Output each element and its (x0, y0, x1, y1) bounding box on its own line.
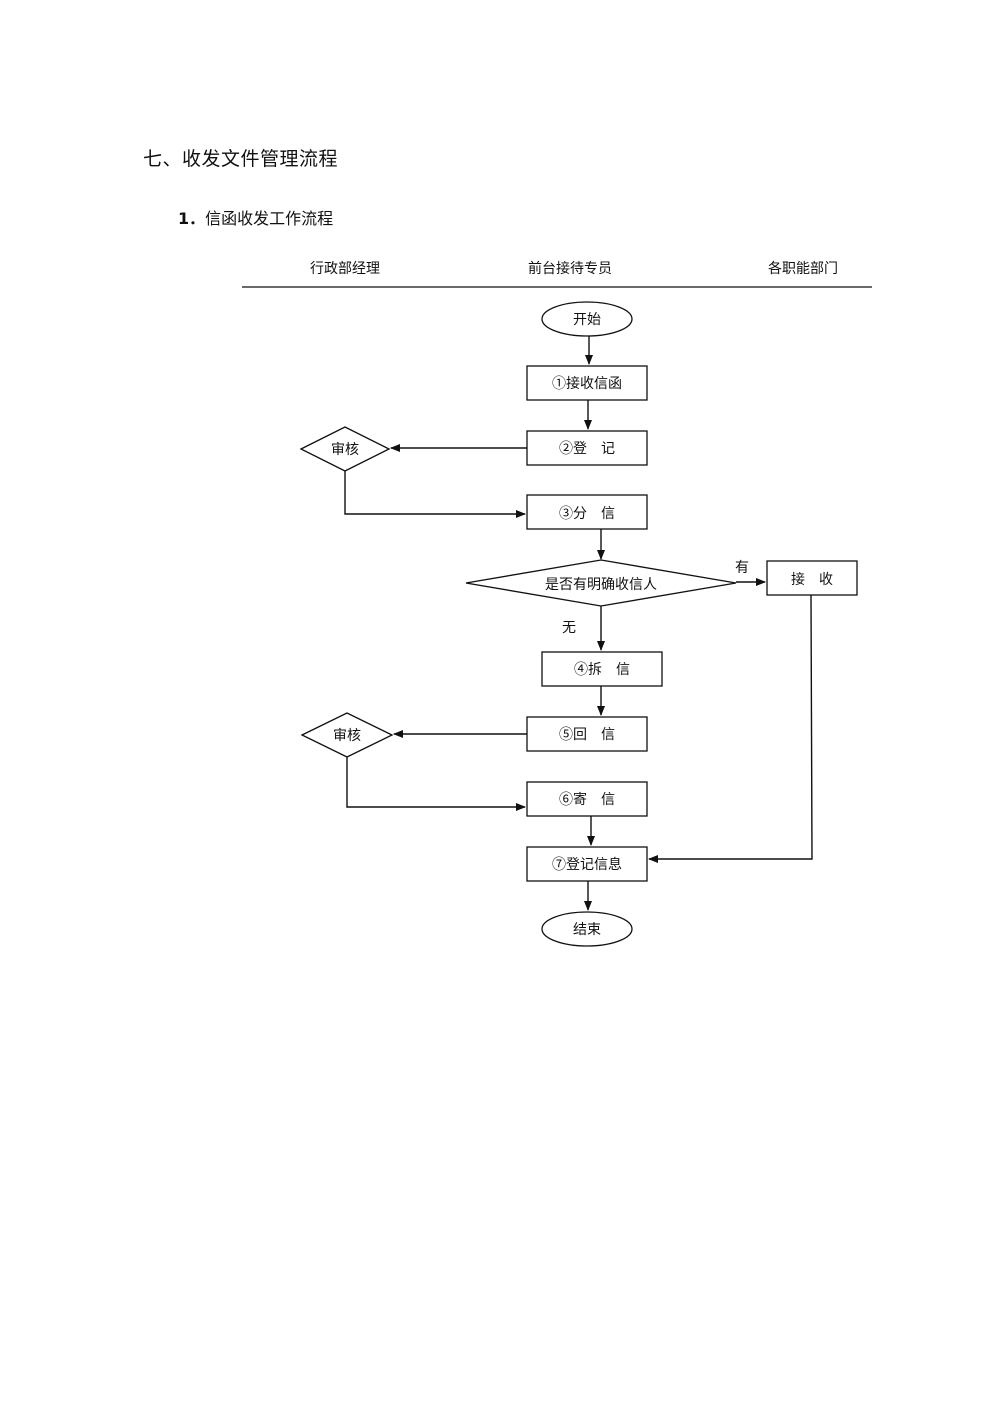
review-diamond-1: 审核 (299, 426, 391, 472)
step-register-label: ②登 记 (559, 441, 615, 457)
end-node-label: 结束 (573, 922, 601, 938)
arrow-review1-to-step3 (344, 471, 526, 518)
step-open-letter: ④拆 信 (541, 651, 663, 687)
sub-title-text: 信函收发工作流程 (205, 209, 334, 228)
review-diamond-2: 审核 (300, 712, 394, 758)
step-send-letter-label: ⑥寄 信 (559, 791, 615, 808)
decision-recipient-label: 是否有明确收信人 (545, 577, 657, 593)
start-node-label: 开始 (573, 312, 601, 328)
end-node: 结束 (541, 911, 633, 947)
step-distribute: ③分 信 (526, 494, 648, 530)
step-receive-letter-label: ①接收信函 (552, 375, 622, 392)
lane-label-admin-manager: 行政部经理 (310, 261, 380, 277)
step-department-receive-label: 接 收 (791, 571, 833, 588)
review-diamond-2-label: 审核 (333, 728, 361, 744)
review-diamond-1-label: 审核 (331, 442, 359, 458)
step-register: ②登 记 (526, 430, 648, 466)
step-distribute-label: ③分 信 (559, 506, 615, 522)
lane-label-departments: 各职能部门 (768, 261, 838, 277)
step-send-letter: ⑥寄 信 (526, 781, 648, 817)
sub-title-number: 1． (178, 209, 206, 228)
edge-label-yes: 有 (735, 560, 749, 576)
step-register-info: ⑦登记信息 (526, 846, 648, 882)
arrow-review2-to-step6 (346, 757, 526, 811)
section-title: 七、收发文件管理流程 (143, 148, 339, 170)
start-node: 开始 (541, 301, 633, 337)
step-register-info-label: ⑦登记信息 (552, 856, 622, 873)
arrow-receive-to-step7 (648, 594, 813, 863)
step-receive-letter: ①接收信函 (526, 365, 648, 401)
step-open-letter-label: ④拆 信 (574, 662, 630, 678)
edge-label-no: 无 (562, 620, 576, 636)
decision-recipient: 是否有明确收信人 (465, 559, 737, 607)
step-reply-label: ⑤回 信 (559, 727, 615, 743)
sub-title: 1．信函收发工作流程 (178, 205, 333, 229)
step-reply: ⑤回 信 (526, 716, 648, 752)
lane-label-front-desk: 前台接待专员 (528, 261, 612, 277)
step-department-receive: 接 收 (766, 560, 858, 596)
